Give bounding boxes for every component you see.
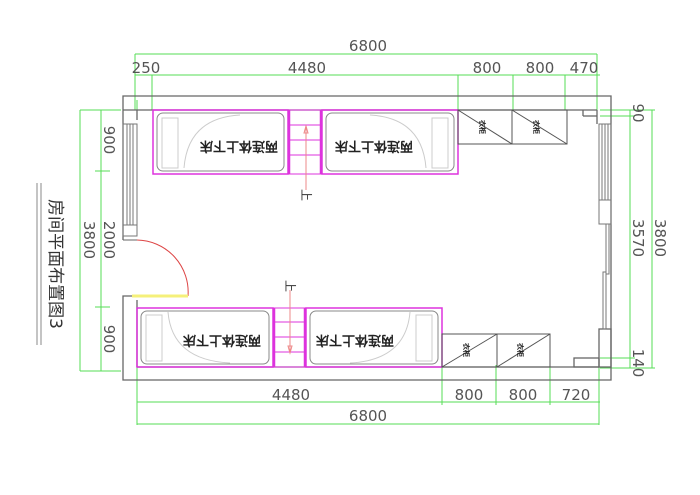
- bed-curve: [167, 311, 231, 364]
- bed-label: 两连体上下床: [334, 138, 413, 154]
- mattress: [156, 112, 285, 172]
- pillow: [415, 314, 433, 362]
- stair-top: [287, 109, 323, 190]
- stair-arrow-head: [287, 345, 293, 355]
- drawing-title-text: 房间平面布置图3: [45, 199, 65, 329]
- dim-top-seg-1: 250: [132, 59, 161, 77]
- bottom-furniture: [136, 290, 551, 368]
- bed-curve: [183, 114, 241, 169]
- pillow: [431, 117, 449, 169]
- outer-wall: [122, 95, 612, 381]
- pillow: [161, 117, 179, 169]
- drawing-title: 房间平面布置图3: [36, 183, 65, 345]
- left-window: [122, 123, 138, 237]
- column-bottom-right: [598, 328, 612, 368]
- wall-stub-bottom-right: [573, 357, 600, 368]
- stair-arrow-head: [303, 124, 309, 134]
- dim-left-total: 3800: [80, 221, 98, 259]
- dim-bottom-seg-2: 800: [455, 386, 484, 404]
- cabinet-outline: [511, 109, 568, 145]
- dim-left-seg-1: 900: [100, 126, 118, 155]
- wardrobe-top-2: [511, 109, 568, 145]
- wardrobe-bottom-2: [496, 333, 551, 368]
- cabinet-diagonal: [511, 109, 568, 145]
- dim-top-seg-5: 470: [570, 59, 599, 77]
- dim-top-seg-3: 800: [473, 59, 502, 77]
- bed-label: 两连体上下床: [199, 138, 278, 154]
- wardrobe-label: 衣柜: [462, 343, 471, 357]
- stair-bottom: [272, 290, 307, 368]
- cabinet-diagonal: [441, 333, 498, 368]
- mattress: [309, 310, 439, 365]
- stair-up-label: 上: [299, 189, 313, 201]
- dim-bottom-total: 6800: [349, 407, 387, 425]
- dim-right-seg-2: 3570: [629, 219, 647, 257]
- dim-right-total: 3800: [651, 219, 669, 257]
- wardrobe-label: 衣柜: [532, 120, 541, 134]
- dim-bottom-seg-1: 4480: [272, 386, 310, 404]
- dim-top-total: 6800: [349, 37, 387, 55]
- door-swing-arc: [136, 239, 189, 297]
- dim-top-seg-4: 800: [526, 59, 555, 77]
- sliding-panel: [605, 223, 610, 275]
- bed-curve: [369, 114, 427, 169]
- dimension-lines: [79, 53, 655, 425]
- stair-up-label: 上: [283, 280, 297, 292]
- mattress: [140, 310, 270, 365]
- dim-top-seg-2: 4480: [288, 59, 326, 77]
- bed-label: 两连体上下床: [315, 332, 394, 348]
- dim-left-seg-2: 2000: [100, 221, 118, 259]
- stair-outline: [287, 109, 323, 175]
- pillow: [145, 314, 163, 362]
- bed-curve: [349, 311, 411, 364]
- cabinet-diagonal: [457, 109, 513, 145]
- sliding-panel: [602, 271, 607, 330]
- mattress: [325, 112, 455, 172]
- wardrobe-label: 衣柜: [516, 343, 525, 357]
- bed-label: 两连体上下床: [182, 332, 261, 348]
- dim-left-seg-3: 900: [100, 325, 118, 354]
- right-window: [598, 123, 612, 330]
- dim-right-seg-1: 90: [629, 103, 647, 122]
- top-furniture: [152, 109, 568, 190]
- cabinet-outline: [496, 333, 551, 368]
- dim-bottom-seg-4: 720: [562, 386, 591, 404]
- dim-bottom-seg-3: 800: [509, 386, 538, 404]
- cabinet-diagonal: [496, 333, 551, 368]
- dim-right-seg-3: 140: [629, 349, 647, 378]
- entry-door: [123, 239, 189, 298]
- wardrobe-label: 衣柜: [478, 120, 487, 134]
